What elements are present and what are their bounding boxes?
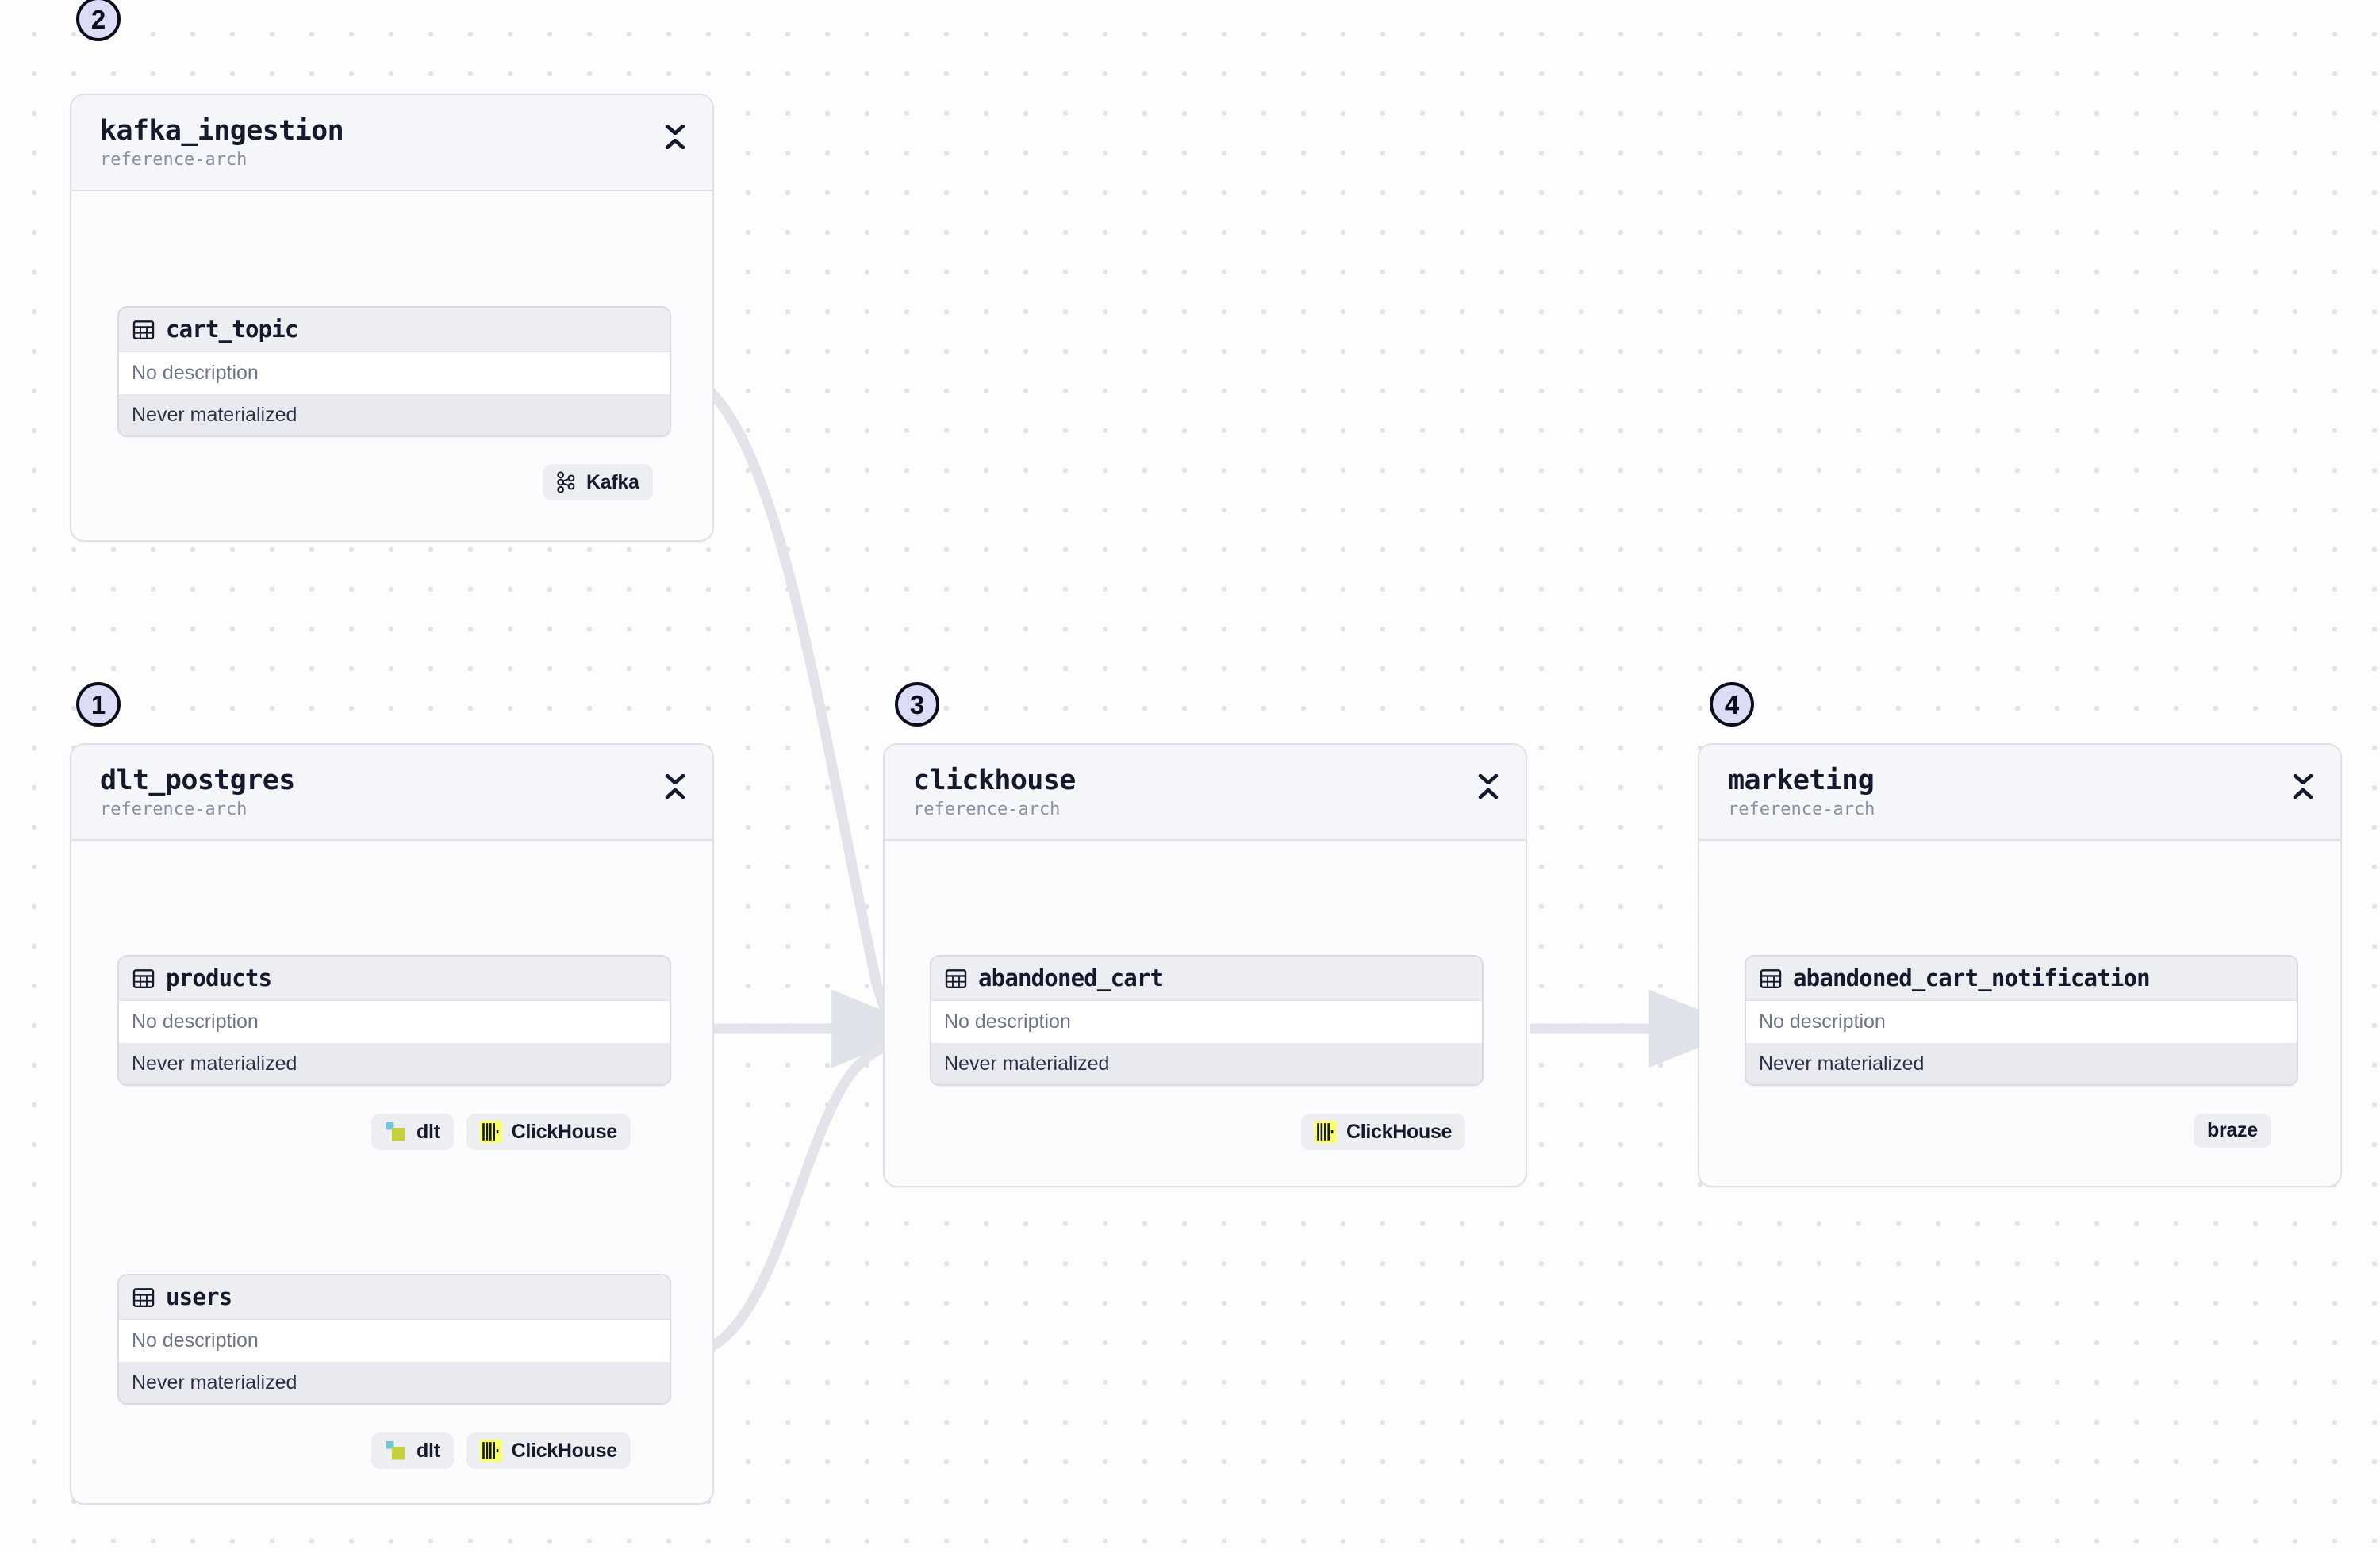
table-node-title: cart_topic xyxy=(166,316,298,343)
table-node-materialization: Never materialized xyxy=(119,1361,670,1404)
dlt-icon xyxy=(386,1441,405,1460)
group-subtitle: reference-arch xyxy=(1728,800,1875,820)
table-node-description: No description xyxy=(119,352,670,394)
badge-kafka[interactable]: Kafka xyxy=(543,464,653,500)
table-node-description: No description xyxy=(1746,1001,2297,1043)
collapse-vertical-icon[interactable] xyxy=(662,121,689,152)
badge-clickhouse[interactable]: ClickHouse xyxy=(1301,1114,1466,1150)
badge-row-products: dlt ClickHouse xyxy=(371,1114,631,1150)
table-node-products[interactable]: products No description Never materializ… xyxy=(117,955,671,1087)
table-node-title: abandoned_cart xyxy=(978,964,1164,991)
badge-label: dlt xyxy=(416,1120,440,1143)
table-node-cart-topic[interactable]: cart_topic No description Never material… xyxy=(117,306,671,438)
group-title: clickhouse xyxy=(913,765,1076,796)
table-node-abandoned-cart-notification[interactable]: abandoned_cart_notification No descripti… xyxy=(1745,955,2298,1087)
group-header-marketing[interactable]: marketing reference-arch xyxy=(1699,745,2340,841)
badge-label: braze xyxy=(2207,1119,2258,1141)
table-node-description: No description xyxy=(931,1001,1482,1043)
table-node-materialization: Never materialized xyxy=(931,1042,1482,1085)
step-badge-3: 3 xyxy=(895,682,939,727)
collapse-vertical-icon[interactable] xyxy=(662,770,689,802)
group-title: dlt_postgres xyxy=(100,765,295,796)
badge-label: ClickHouse xyxy=(1346,1120,1453,1143)
group-header-clickhouse[interactable]: clickhouse reference-arch xyxy=(885,745,1526,841)
step-badge-4: 4 xyxy=(1710,682,1754,727)
table-node-header: users xyxy=(119,1275,670,1321)
badge-clickhouse[interactable]: ClickHouse xyxy=(466,1114,631,1150)
table-node-abandoned-cart[interactable]: abandoned_cart No description Never mate… xyxy=(930,955,1484,1087)
badge-row-abandoned-cart-notification: braze xyxy=(2194,1114,2271,1148)
table-icon xyxy=(132,1287,155,1307)
clickhouse-icon xyxy=(1315,1121,1337,1143)
group-header-dlt-postgres[interactable]: dlt_postgres reference-arch xyxy=(71,745,712,841)
table-icon xyxy=(1760,968,1782,988)
step-badge-1: 1 xyxy=(76,682,121,727)
table-icon xyxy=(132,968,155,988)
collapse-vertical-icon[interactable] xyxy=(2290,770,2317,802)
table-icon xyxy=(132,320,155,339)
badge-label: Kafka xyxy=(586,470,639,493)
table-node-materialization: Never materialized xyxy=(119,393,670,436)
badge-label: dlt xyxy=(416,1439,440,1462)
clickhouse-icon xyxy=(479,1121,502,1143)
kafka-icon xyxy=(557,471,575,493)
badge-label: ClickHouse xyxy=(511,1120,617,1143)
table-node-materialization: Never materialized xyxy=(1746,1042,2297,1085)
table-icon xyxy=(945,968,967,988)
badge-braze[interactable]: braze xyxy=(2194,1114,2271,1148)
group-subtitle: reference-arch xyxy=(100,150,248,171)
badge-row-users: dlt ClickHouse xyxy=(371,1432,631,1469)
table-node-title: abandoned_cart_notification xyxy=(1793,964,2151,991)
badge-row-abandoned-cart: ClickHouse xyxy=(1301,1114,1466,1150)
group-subtitle: reference-arch xyxy=(913,800,1061,820)
badge-clickhouse[interactable]: ClickHouse xyxy=(466,1432,631,1469)
step-badge-2: 2 xyxy=(76,0,121,41)
table-node-materialization: Never materialized xyxy=(119,1042,670,1085)
badge-dlt[interactable]: dlt xyxy=(371,1114,454,1150)
group-header-kafka-ingestion[interactable]: kafka_ingestion reference-arch xyxy=(71,95,712,191)
group-subtitle: reference-arch xyxy=(100,800,248,820)
group-title: kafka_ingestion xyxy=(100,115,344,147)
dlt-icon xyxy=(386,1122,405,1141)
badge-dlt[interactable]: dlt xyxy=(371,1432,454,1469)
table-node-header: abandoned_cart_notification xyxy=(1746,957,2297,1002)
table-node-description: No description xyxy=(119,1001,670,1043)
table-node-header: abandoned_cart xyxy=(931,957,1482,1002)
table-node-title: users xyxy=(166,1283,232,1310)
table-node-header: cart_topic xyxy=(119,308,670,353)
group-title: marketing xyxy=(1728,765,1875,796)
collapse-vertical-icon[interactable] xyxy=(1475,770,1502,802)
table-node-description: No description xyxy=(119,1320,670,1362)
table-node-users[interactable]: users No description Never materialized xyxy=(117,1274,671,1405)
badge-row-cart-topic: Kafka xyxy=(543,464,653,500)
table-node-header: products xyxy=(119,957,670,1002)
table-node-title: products xyxy=(166,964,272,991)
clickhouse-icon xyxy=(479,1440,502,1462)
badge-label: ClickHouse xyxy=(511,1439,617,1462)
